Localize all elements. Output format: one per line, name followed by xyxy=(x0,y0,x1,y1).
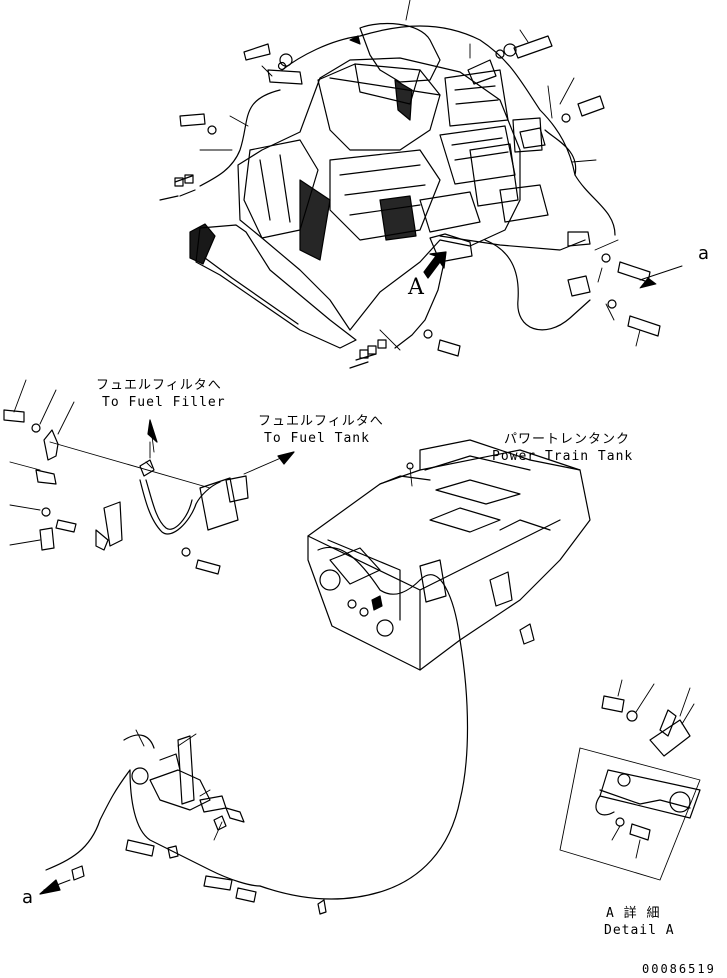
view-a-marker: A xyxy=(408,275,424,300)
drawing-code: 00086519 xyxy=(642,962,716,976)
engine-harness xyxy=(159,25,616,369)
engine-assembly xyxy=(189,22,591,349)
lower-harness-bracket xyxy=(39,729,327,915)
view-a-arrow xyxy=(423,251,447,279)
detail-a-label: Detail A xyxy=(604,923,675,938)
to-fuel-tank-label: To Fuel Tank xyxy=(264,431,370,446)
detail-a xyxy=(559,679,701,881)
connection-ref-a-top: a xyxy=(698,243,710,264)
to-fuel-tank-label-jp: フュエルフィルタへ xyxy=(258,414,384,429)
power-train-tank xyxy=(259,439,591,900)
fuel-line-assembly xyxy=(3,379,295,575)
connection-ref-a-bottom: a xyxy=(22,887,34,908)
power-train-tank-label-jp: パワートレンタンク xyxy=(504,432,631,447)
engine-bolts xyxy=(179,35,661,357)
to-fuel-filler-label-jp: フュエルフィルタへ xyxy=(96,378,222,393)
engine-leader-lines xyxy=(199,0,683,351)
power-train-tank-label: Power Train Tank xyxy=(492,449,634,464)
detail-a-label-jp: A 詳 細 xyxy=(606,906,661,921)
to-fuel-filler-label: To Fuel Filler xyxy=(102,395,226,410)
